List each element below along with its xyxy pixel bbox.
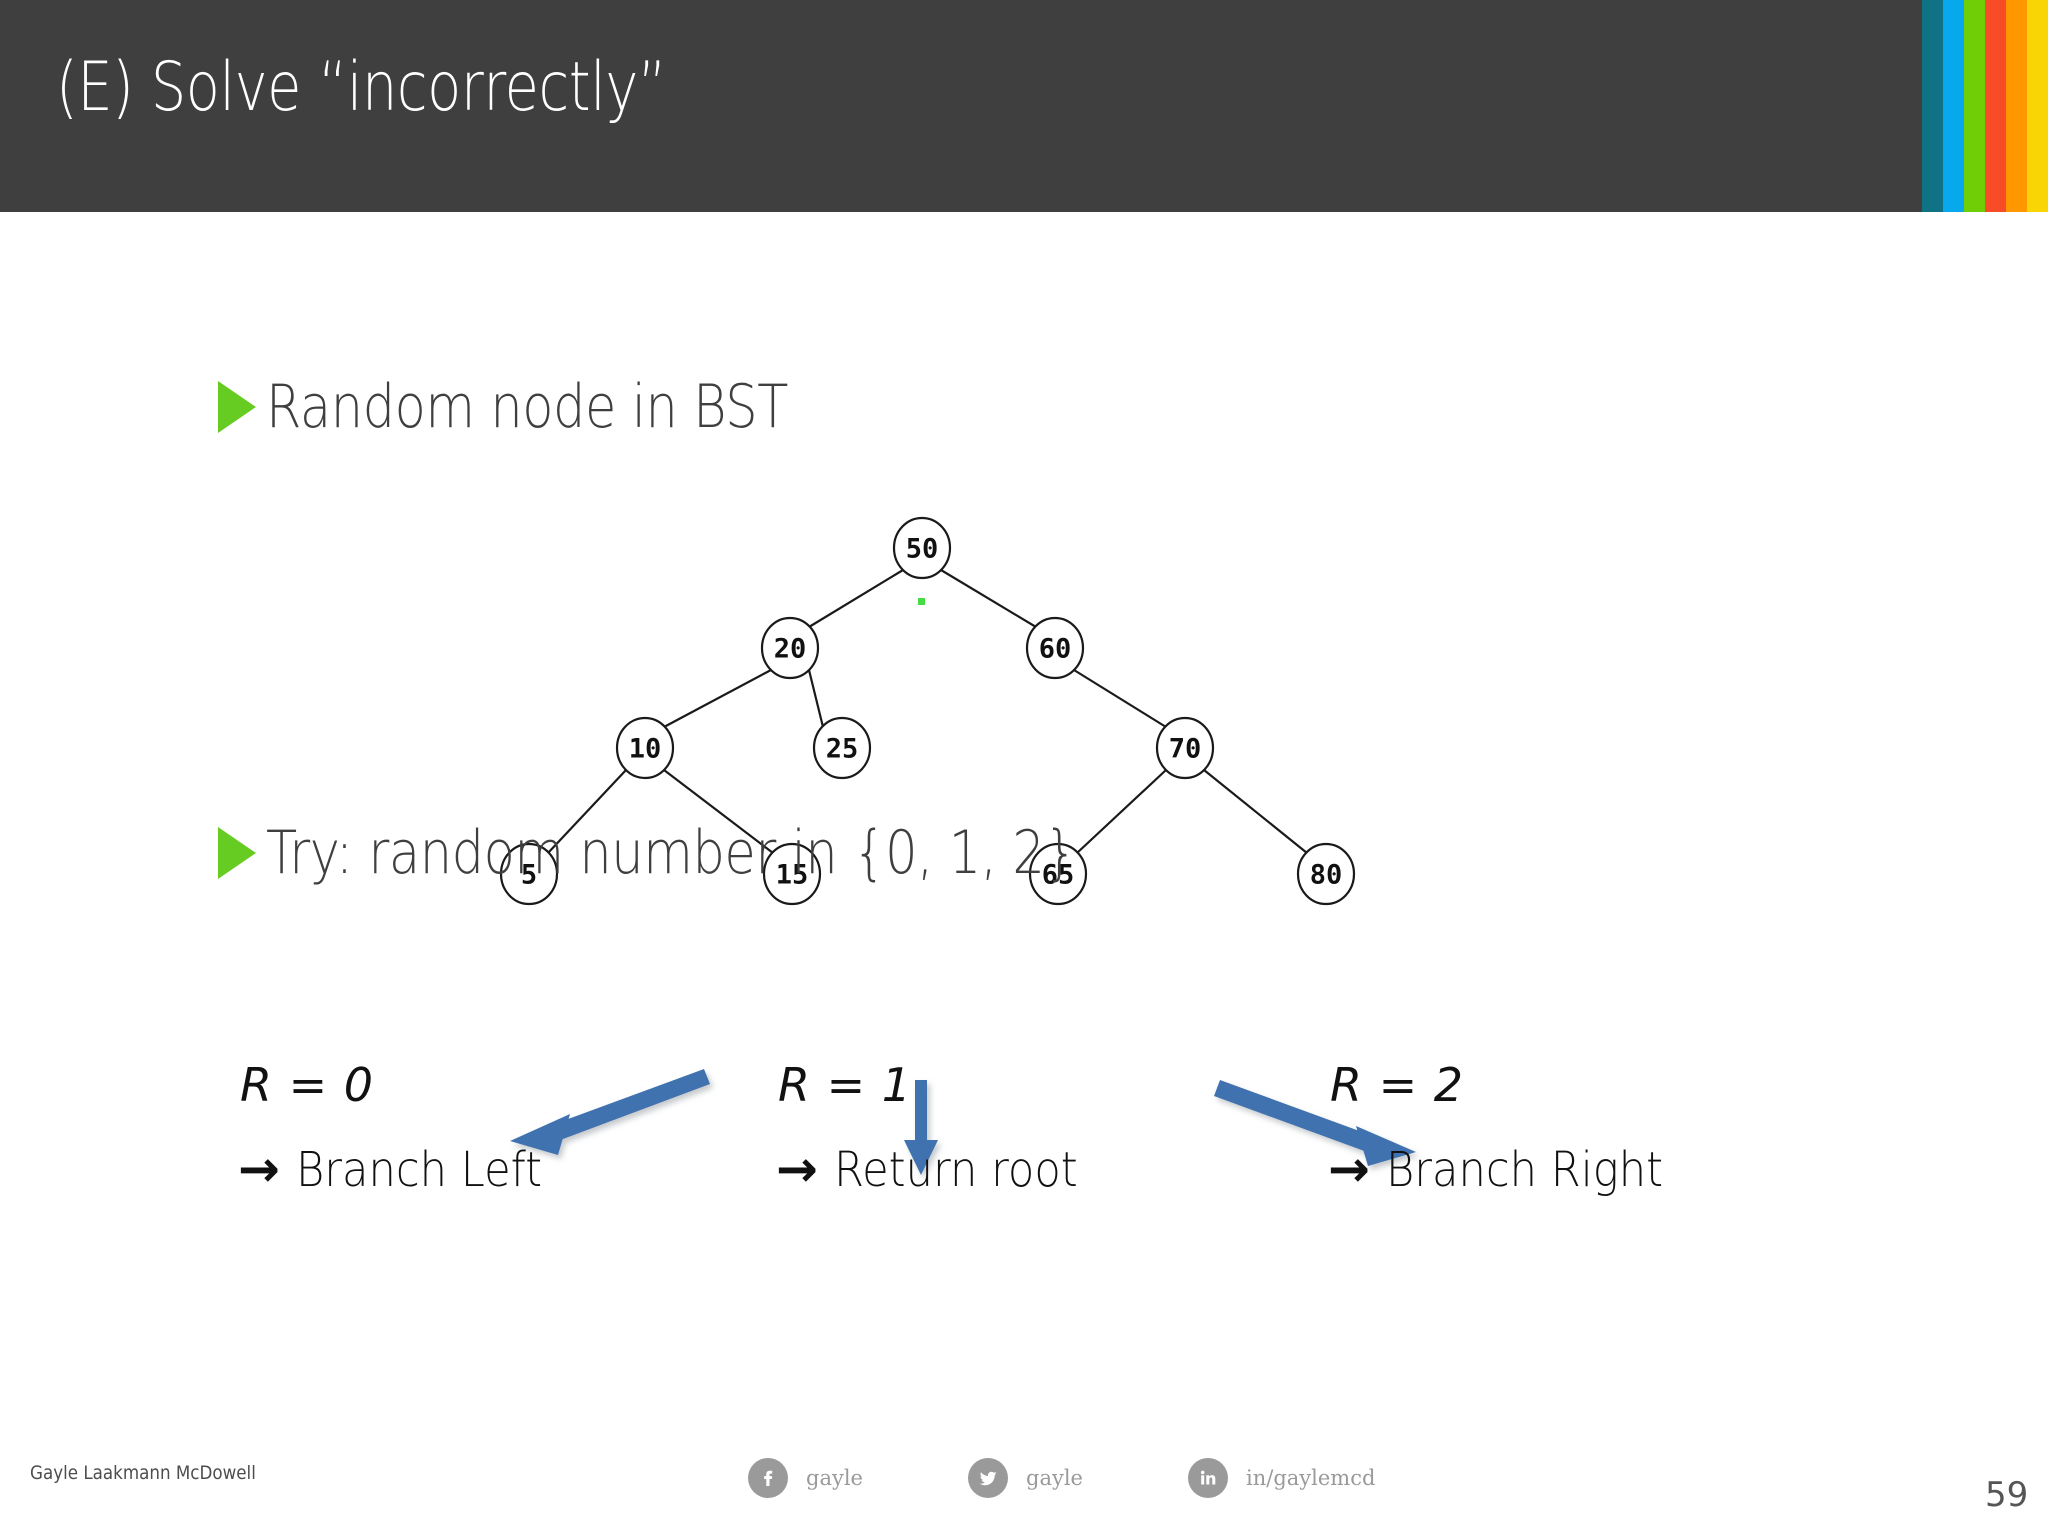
arrow-to-r0	[510, 1069, 710, 1155]
social-linkedin[interactable]: in/gaylemcd	[1188, 1458, 1375, 1498]
linkedin-handle: in/gaylemcd	[1246, 1466, 1376, 1490]
bullet-label: Random node in BST	[266, 372, 788, 442]
outcome-branch-left: → Branch Left	[238, 1142, 569, 1198]
arrow-to-r2	[1214, 1080, 1416, 1166]
page-title: (E) Solve “incorrectly”	[56, 48, 667, 127]
green-dot-icon	[918, 598, 925, 605]
edge-50-20	[808, 569, 904, 628]
edge-10-15	[663, 769, 774, 854]
tree-node-70: 70	[1155, 716, 1215, 780]
node-label: 70	[1169, 734, 1202, 765]
node-label: 80	[1310, 860, 1343, 891]
stripe-teal	[1922, 0, 1943, 212]
tree-node-15: 15	[762, 842, 822, 906]
node-label: 15	[776, 860, 809, 891]
edge-60-70	[1073, 669, 1167, 728]
node-label: 50	[906, 534, 939, 565]
edge-10-5	[547, 769, 627, 854]
tree-node-5: 5	[499, 842, 559, 906]
tree-node-50: 50	[892, 516, 952, 580]
outcome-label: Branch Left	[295, 1142, 542, 1198]
edge-20-10	[663, 669, 772, 728]
author-name: Gayle Laakmann McDowell	[30, 1462, 256, 1484]
node-label: 10	[629, 734, 662, 765]
tree-nodes: 50 20 60 10 25 70	[499, 516, 1356, 906]
tree-node-25: 25	[812, 716, 872, 780]
facebook-handle: gayle	[806, 1466, 863, 1490]
facebook-icon	[748, 1458, 788, 1498]
r-label-0: R = 0	[240, 1058, 375, 1112]
bullet-random-node-in-bst: Random node in BST	[218, 372, 880, 442]
node-label: 5	[521, 860, 537, 891]
tree-node-65: 65	[1028, 842, 1088, 906]
tree-node-10: 10	[615, 716, 675, 780]
node-label: 60	[1039, 634, 1072, 665]
outcome-return-root: → Return root	[776, 1142, 1105, 1198]
node-label: 25	[826, 734, 859, 765]
accent-stripes	[1922, 0, 2048, 212]
social-facebook[interactable]: gayle	[748, 1458, 863, 1498]
stripe-green	[1964, 0, 1985, 212]
page-number: 59	[1985, 1475, 2029, 1515]
r-label-2: R = 2	[1330, 1058, 1465, 1112]
social-twitter[interactable]: gayle	[968, 1458, 1083, 1498]
stripe-yellow	[2027, 0, 2048, 212]
stripe-red	[1985, 0, 2006, 212]
edge-70-65	[1076, 769, 1167, 854]
linkedin-icon	[1188, 1458, 1228, 1498]
bullet-try-random-number: Try: random number in {0, 1, 2}	[218, 818, 1219, 888]
outcome-branch-right: → Branch Right	[1328, 1142, 1694, 1198]
right-arrow-icon: →	[776, 1140, 818, 1198]
twitter-handle: gayle	[1026, 1466, 1083, 1490]
tree-edges	[547, 569, 1308, 854]
node-label: 20	[774, 634, 807, 665]
right-arrow-icon: →	[238, 1140, 280, 1198]
outcome-label: Branch Right	[1385, 1142, 1663, 1198]
edge-20-25	[807, 669, 825, 728]
outcome-label: Return root	[833, 1142, 1078, 1198]
right-arrow-icon: →	[1328, 1140, 1370, 1198]
triangle-bullet-icon	[218, 827, 256, 879]
tree-node-60: 60	[1025, 616, 1085, 680]
r-label-1: R = 1	[778, 1058, 913, 1112]
twitter-icon	[968, 1458, 1008, 1498]
tree-node-20: 20	[760, 616, 820, 680]
slide-header: (E) Solve “incorrectly”	[0, 0, 2048, 212]
slide-footer: Gayle Laakmann McDowell gayle gayle	[0, 1440, 2048, 1536]
triangle-bullet-icon	[218, 381, 256, 433]
stripe-orange	[2006, 0, 2027, 212]
edge-50-60	[940, 569, 1037, 628]
stripe-blue	[1943, 0, 1964, 212]
node-label: 65	[1042, 860, 1075, 891]
tree-node-80: 80	[1296, 842, 1356, 906]
bullet-label: Try: random number in {0, 1, 2}	[266, 818, 1077, 888]
edge-70-80	[1203, 769, 1308, 854]
arrow-to-r1	[904, 1080, 938, 1175]
